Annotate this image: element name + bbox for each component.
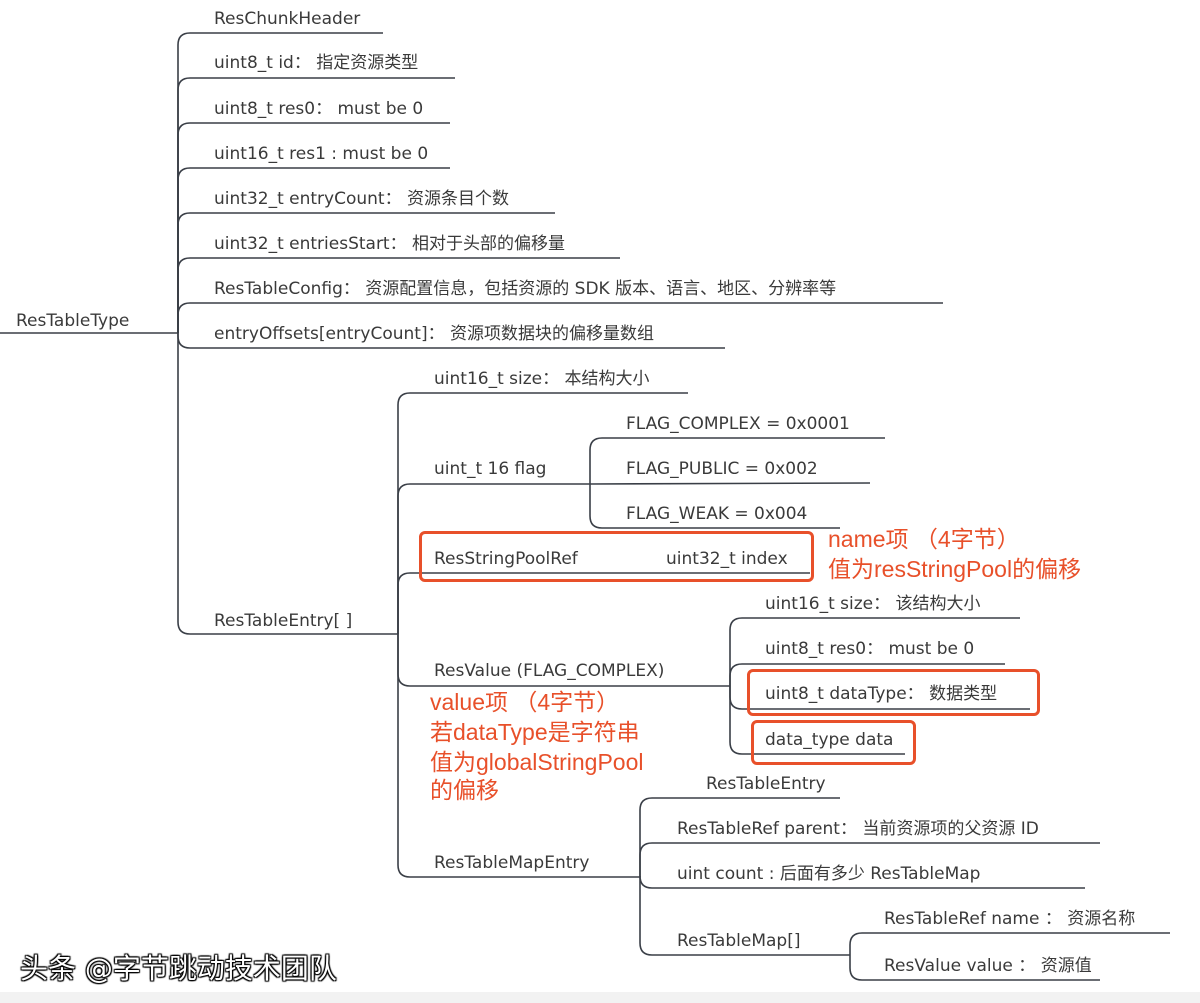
branch-line — [177, 212, 555, 333]
mindmap-node: ResValue value ： 资源值 — [884, 956, 1092, 976]
branch-line — [589, 437, 885, 484]
branch-line — [639, 875, 1085, 889]
mindmap-node: ResValue (FLAG_COMPLEX) — [434, 661, 665, 681]
branch-line — [639, 842, 1100, 877]
annotation-value-line1: value项 （4字节） — [430, 689, 620, 715]
branch-line — [177, 122, 450, 333]
mindmap-node: uint_t 16 flag — [434, 459, 547, 479]
mindmap-node: ResChunkHeader — [214, 9, 361, 29]
mindmap-node: FLAG_PUBLIC = 0x002 — [626, 459, 818, 479]
branch-line — [177, 333, 398, 635]
mindmap-node: ResTableEntry — [706, 774, 826, 794]
mindmap-node: uint16_t size： 该结构大小 — [765, 594, 981, 614]
mindmap-node: uint16_t res1 : must be 0 — [214, 144, 429, 164]
mindmap-node: data_type data — [765, 730, 894, 750]
mindmap-node: uint count : 后面有多少 ResTableMap — [677, 864, 981, 884]
branch-line — [397, 572, 810, 634]
branch-line — [849, 955, 1100, 981]
branch-line — [729, 663, 1005, 686]
annotation-value-line4: 的偏移 — [430, 777, 499, 803]
mindmap-node: entryOffsets[entryCount]： 资源项数据块的偏移量数组 — [214, 324, 654, 344]
annotation-value-line3: 值为globalStringPool — [430, 749, 644, 775]
branch-line — [177, 302, 943, 333]
mindmap-node: ResTableMapEntry — [434, 853, 590, 873]
mindmap-node: uint8_t res0： must be 0 — [765, 639, 975, 659]
mindmap-node: uint32_t index — [666, 549, 788, 569]
annotation-name-line2: 值为resStringPool的偏移 — [828, 556, 1082, 582]
highlight-box-data — [751, 720, 916, 765]
annotation-value-line2: 若dataType是字符串 — [430, 719, 640, 745]
mindmap-node: ResTableEntry[ ] — [214, 611, 353, 631]
mindmap-node: uint32_t entriesStart： 相对于头部的偏移量 — [214, 234, 565, 254]
branch-line — [397, 392, 688, 634]
branch-line — [397, 483, 590, 634]
branch-line — [177, 32, 383, 333]
mindmap-node: uint32_t entryCount： 资源条目个数 — [214, 189, 509, 209]
mindmap-node: uint8_t res0： must be 0 — [214, 99, 424, 119]
highlight-box-name — [419, 531, 814, 582]
branch-line — [397, 634, 640, 878]
watermark: 头条 @字节跳动技术团队 — [20, 952, 337, 985]
branch-line — [729, 686, 905, 755]
annotation-name-line1: name项 （4字节） — [828, 526, 1020, 552]
mindmap-node: FLAG_WEAK = 0x004 — [626, 504, 808, 524]
mindmap-node: ResStringPoolRef — [434, 549, 578, 569]
mindmap-node: ResTableRef parent： 当前资源项的父资源 ID — [677, 819, 1039, 839]
mindmap-node: uint8_t id： 指定资源类型 — [214, 53, 419, 73]
mindmap-node: ResTableRef name ： 资源名称 — [884, 909, 1136, 929]
mindmap-node: FLAG_COMPLEX = 0x0001 — [626, 414, 850, 434]
mindmap-node: ResTableMap[] — [677, 931, 801, 951]
branch-line — [177, 167, 450, 333]
branch-line — [589, 484, 840, 529]
branch-line — [589, 482, 871, 485]
branch-line — [729, 617, 1020, 686]
branch-line — [639, 797, 840, 877]
bottom-strip — [0, 992, 1200, 1003]
branch-line — [639, 877, 850, 956]
branch-line — [177, 257, 620, 333]
branch-line — [849, 932, 1170, 955]
highlight-box-datatype — [747, 669, 1040, 716]
mindmap-node: uint8_t dataType： 数据类型 — [765, 684, 998, 704]
mindmap-node: ResTableConfig： 资源配置信息，包括资源的 SDK 版本、语言、地… — [214, 279, 837, 299]
root-node: ResTableType — [16, 311, 130, 331]
mindmap-node: uint16_t size： 本结构大小 — [434, 369, 650, 389]
branch-line — [177, 77, 455, 333]
